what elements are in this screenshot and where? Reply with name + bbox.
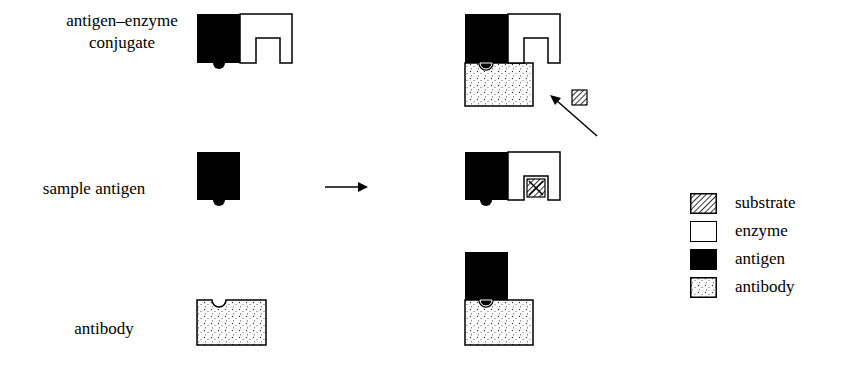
conjugate-figure <box>197 14 292 69</box>
antigen-figure <box>197 152 240 206</box>
antibody-figure <box>197 300 266 345</box>
legend-label: antigen <box>735 248 785 270</box>
blocked-substrate <box>550 90 597 136</box>
legend-label: substrate <box>735 192 795 214</box>
legend-label: enzyme <box>735 220 788 242</box>
bound-conjugate-figure <box>465 14 560 106</box>
component-label: sample antigen <box>19 178 169 200</box>
component-label: antibody <box>44 318 164 340</box>
legend-swatch <box>690 193 717 214</box>
reaction-arrow <box>325 182 368 192</box>
legend-swatch <box>690 277 717 298</box>
active-conjugate-figure <box>465 152 560 206</box>
bound-antigen-figure <box>465 252 533 345</box>
legend-swatch <box>690 221 717 242</box>
legend-label: antibody <box>735 276 795 298</box>
legend-swatch <box>690 249 717 270</box>
component-label: antigen–enzyme conjugate <box>52 10 192 54</box>
